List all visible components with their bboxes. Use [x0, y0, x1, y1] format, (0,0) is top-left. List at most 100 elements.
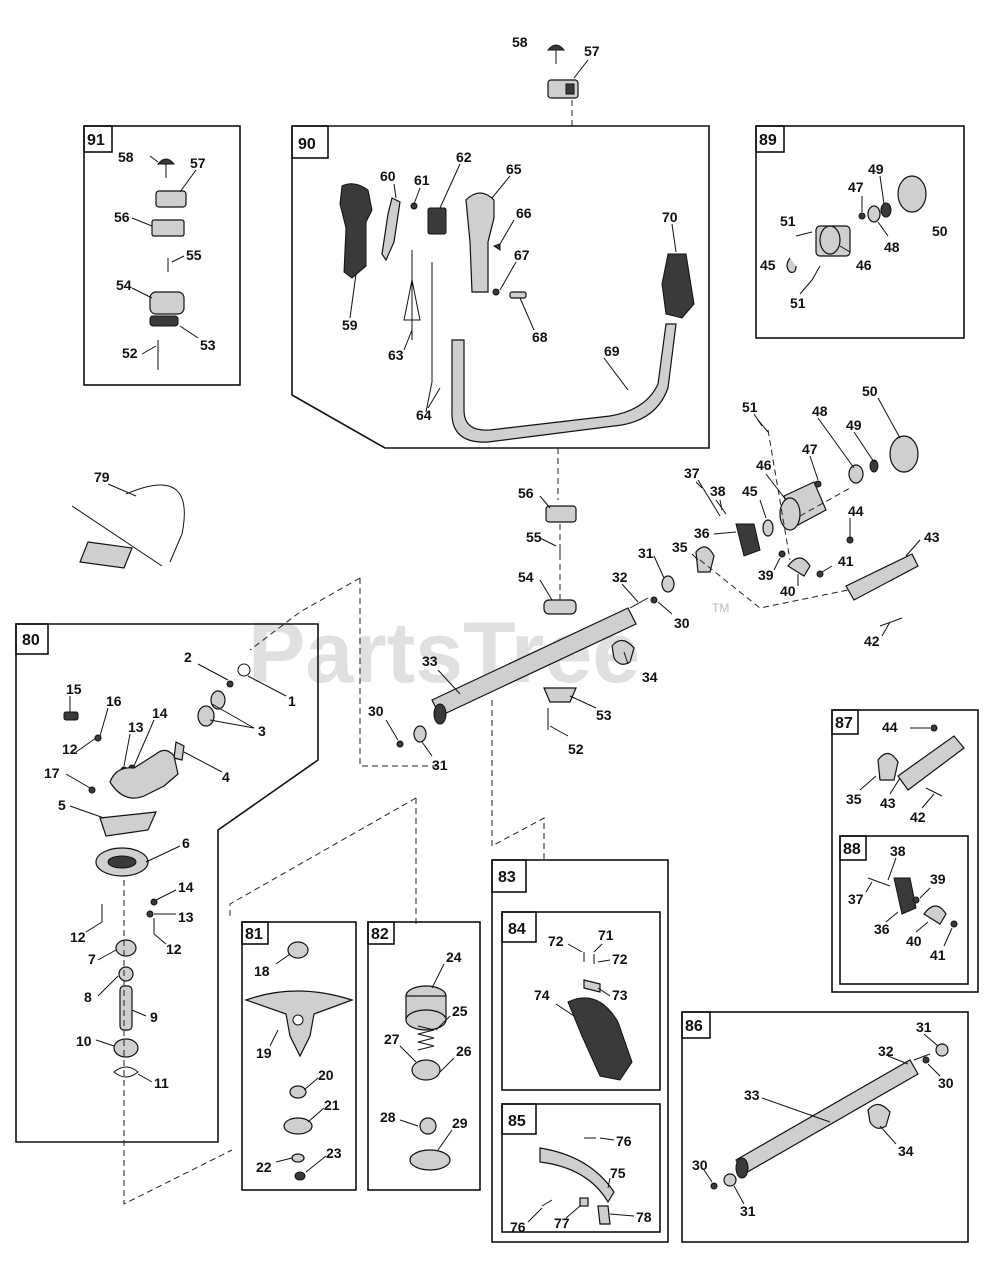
box-number-90: 90: [298, 136, 316, 153]
label-47: 47: [848, 179, 864, 195]
box-number-86: 86: [685, 1018, 703, 1035]
label-63: 63: [388, 347, 404, 363]
label-8: 8: [84, 989, 92, 1005]
label-14: 14: [152, 705, 168, 721]
top-knob-group: 58 57: [512, 34, 600, 126]
label-30: 30: [938, 1075, 954, 1091]
label-41: 41: [838, 553, 854, 569]
label-20: 20: [318, 1067, 334, 1083]
label-33: 33: [422, 653, 438, 669]
label-58: 58: [512, 34, 528, 50]
label-12: 12: [166, 941, 182, 957]
label-75: 75: [610, 1165, 626, 1181]
label-40: 40: [906, 933, 922, 949]
label-34: 34: [642, 669, 658, 685]
label-40: 40: [780, 583, 796, 599]
label-65: 65: [506, 161, 522, 177]
label-79: 79: [94, 469, 110, 485]
label-55: 55: [526, 529, 542, 545]
label-1: 1: [288, 693, 296, 709]
label-33: 33: [744, 1087, 760, 1103]
label-54: 54: [116, 277, 132, 293]
label-61: 61: [414, 172, 430, 188]
label-39: 39: [930, 871, 946, 887]
label-14: 14: [178, 879, 194, 895]
label-3: 3: [258, 723, 266, 739]
label-51: 51: [790, 295, 806, 311]
box-81: 81 18 19 20 21 22 23: [241, 921, 357, 1191]
label-16: 16: [106, 693, 122, 709]
label-54: 54: [518, 569, 534, 585]
label-28: 28: [380, 1109, 396, 1125]
label-26: 26: [456, 1043, 472, 1059]
box-number-83: 83: [498, 869, 516, 886]
label-66: 66: [516, 205, 532, 221]
label-35: 35: [672, 539, 688, 555]
label-41: 41: [930, 947, 946, 963]
label-25: 25: [452, 1003, 468, 1019]
label-76: 76: [616, 1133, 632, 1149]
label-6: 6: [182, 835, 190, 851]
label-31: 31: [740, 1203, 756, 1219]
label-55: 55: [186, 247, 202, 263]
label-53: 53: [596, 707, 612, 723]
label-11: 11: [154, 1075, 169, 1091]
label-74: 74: [534, 987, 550, 1003]
part-79-group: 79: [71, 469, 185, 569]
box-86: 86 31 32 30 33 34 30 31: [681, 1011, 969, 1243]
box-82: 82 24 25 27 26 28 29: [367, 921, 481, 1191]
box-number-89: 89: [759, 132, 777, 149]
label-69: 69: [604, 343, 620, 359]
label-46: 46: [856, 257, 872, 273]
box-number-91: 91: [87, 132, 105, 149]
label-31: 31: [432, 757, 448, 773]
box-number-80: 80: [22, 632, 40, 649]
label-13: 13: [128, 719, 144, 735]
watermark: PartsTree: [248, 605, 640, 701]
label-43: 43: [924, 529, 940, 545]
label-70: 70: [662, 209, 678, 225]
box-83: 83 84 72 71 72 74 73 85 76 75 76: [491, 859, 669, 1243]
label-58: 58: [118, 149, 134, 165]
box-number-88: 88: [843, 841, 861, 858]
label-62: 62: [456, 149, 472, 165]
label-30: 30: [674, 615, 690, 631]
label-44: 44: [848, 503, 864, 519]
label-27: 27: [384, 1031, 400, 1047]
label-71: 71: [598, 927, 614, 943]
box-number-85: 85: [508, 1113, 526, 1130]
label-36: 36: [874, 921, 890, 937]
label-64: 64: [416, 407, 432, 423]
label-42: 42: [864, 633, 880, 649]
label-36: 36: [694, 525, 710, 541]
label-42: 42: [910, 809, 926, 825]
label-45: 45: [760, 257, 776, 273]
label-50: 50: [932, 223, 948, 239]
box-89: 89 49 47 51 45 46 48 50 51: [755, 125, 965, 339]
label-52: 52: [122, 345, 138, 361]
box-90: 90 60 61: [291, 125, 710, 449]
label-37: 37: [848, 891, 864, 907]
label-46: 46: [756, 457, 772, 473]
label-5: 5: [58, 797, 66, 813]
box-number-81: 81: [245, 926, 263, 943]
label-67: 67: [514, 247, 530, 263]
label-52: 52: [568, 741, 584, 757]
label-12: 12: [70, 929, 86, 945]
label-19: 19: [256, 1045, 272, 1061]
label-57: 57: [584, 43, 600, 59]
label-4: 4: [222, 769, 230, 785]
label-15: 15: [66, 681, 82, 697]
label-2: 2: [184, 649, 192, 665]
label-32: 32: [878, 1043, 894, 1059]
label-30: 30: [368, 703, 384, 719]
main-assembly: 51 48 49 50 47 46 37 38 45 44 43 36 35 3…: [368, 383, 940, 773]
label-17: 17: [44, 765, 60, 781]
label-77: 77: [554, 1215, 570, 1231]
label-29: 29: [452, 1115, 468, 1131]
label-37: 37: [684, 465, 700, 481]
label-30: 30: [692, 1157, 708, 1173]
label-21: 21: [324, 1097, 340, 1113]
label-13: 13: [178, 909, 194, 925]
